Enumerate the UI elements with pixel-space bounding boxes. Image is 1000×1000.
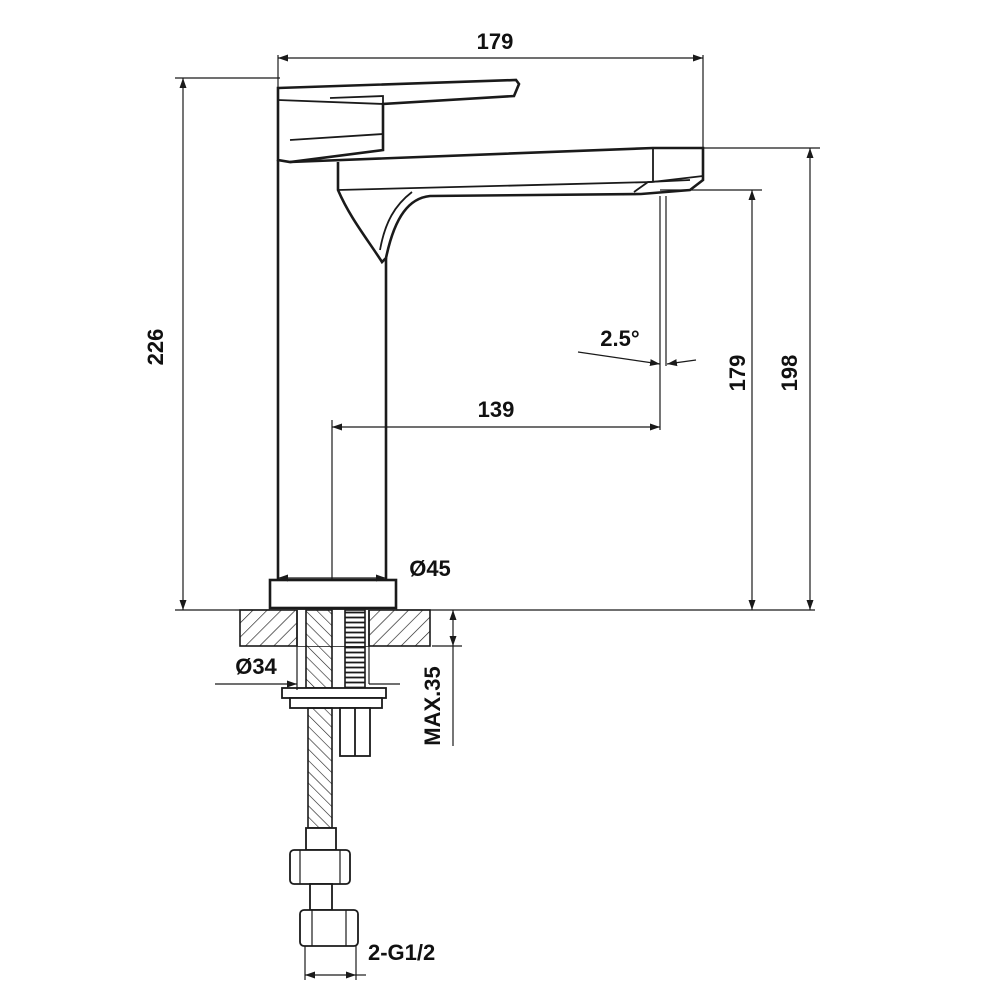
countertop-section <box>239 609 431 647</box>
faucet-body <box>268 160 398 610</box>
label-overall-height: 226 <box>143 329 168 366</box>
dimension-overall-height: 226 <box>143 77 280 611</box>
dimension-spout-height: 179 <box>660 189 762 610</box>
label-overall-width: 179 <box>477 29 514 54</box>
label-spout-height: 179 <box>725 355 750 392</box>
spout <box>289 146 705 265</box>
label-shank-diameter: Ø34 <box>235 654 277 679</box>
label-body-diameter: Ø45 <box>409 556 451 581</box>
mounting-hardware <box>281 609 387 757</box>
dimension-max-deck-thickness: MAX.35 <box>420 610 462 746</box>
label-top-height: 198 <box>777 355 802 392</box>
label-spout-reach: 139 <box>478 397 515 422</box>
label-hose-connection: 2-G1/2 <box>368 940 435 965</box>
lever-handle <box>276 78 521 164</box>
dimension-overall-width: 179 <box>277 29 704 150</box>
dimension-spout-reach: 139 <box>331 196 661 580</box>
label-max-deck-thickness: MAX.35 <box>420 666 445 745</box>
dimension-top-height: 198 <box>703 147 820 610</box>
dimension-hose-connection: 2-G1/2 <box>304 940 435 980</box>
dimension-body-diameter: Ø45 <box>278 556 451 582</box>
dimension-spout-angle: 2.5° <box>577 196 697 367</box>
dimension-shank-diameter: Ø34 <box>215 646 400 690</box>
label-spout-angle: 2.5° <box>600 326 639 351</box>
supply-hose <box>289 707 359 947</box>
